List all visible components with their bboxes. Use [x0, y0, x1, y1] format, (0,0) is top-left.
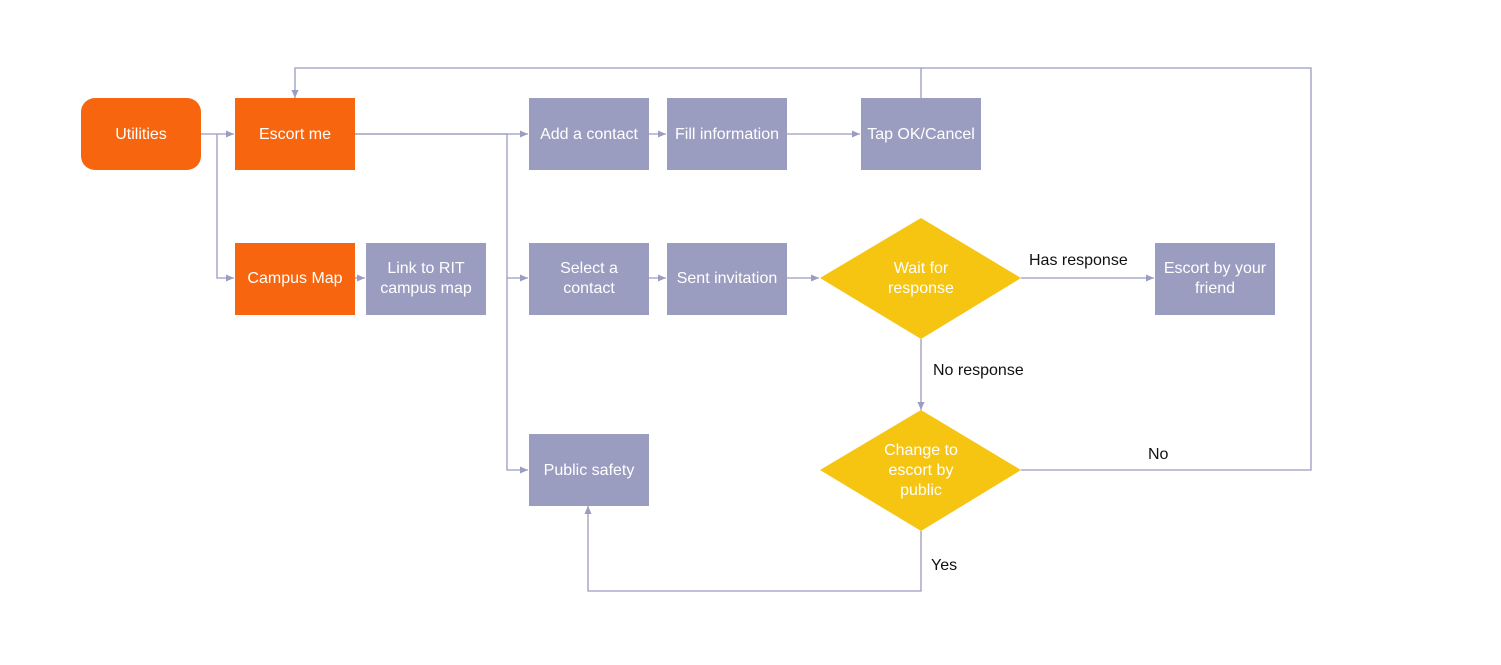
edge-label-no-response: No response — [933, 362, 1024, 379]
connector-utilities-campus-map — [216, 134, 234, 282]
edge-label-no: No — [1148, 446, 1169, 463]
connector-change-yes-public — [584, 506, 922, 592]
node-public-safety-label: Public safety — [544, 462, 635, 479]
node-escort-by-friend-line1: Escort by your — [1164, 260, 1267, 277]
node-fill-information-shape — [667, 98, 787, 170]
node-add-contact-shape — [529, 98, 649, 170]
node-tap-ok-cancel-shape — [861, 98, 981, 170]
node-select-contact-line2: contact — [563, 280, 615, 297]
node-campus-map-shape — [235, 243, 355, 315]
node-campus-map-label: Campus Map — [247, 270, 342, 287]
node-wait-response-line1: Wait for — [894, 260, 949, 277]
node-utilities-shape — [81, 98, 201, 170]
node-change-escort-shape — [820, 410, 1021, 531]
connector-tap-escort-return — [291, 67, 922, 98]
node-change-escort-line3: public — [900, 482, 942, 499]
node-campus-map[interactable]: Campus Map — [235, 243, 355, 315]
node-change-escort-line1: Change to — [884, 442, 958, 459]
edge-label-has-response: Has response — [1029, 252, 1128, 269]
node-sent-invitation-label: Sent invitation — [677, 270, 778, 287]
node-escort-me-shape — [235, 98, 355, 170]
node-wait-response[interactable]: Wait for response — [820, 218, 1021, 339]
node-link-rit-map-shape — [366, 243, 486, 315]
node-link-rit-map[interactable]: Link to RIT campus map — [366, 243, 486, 315]
node-add-contact[interactable]: Add a contact — [529, 98, 649, 170]
node-tap-ok-cancel[interactable]: Tap OK/Cancel — [861, 98, 981, 170]
node-escort-by-friend-line2: friend — [1195, 280, 1235, 297]
node-escort-me-label: Escort me — [259, 126, 331, 143]
node-fill-information-label: Fill information — [675, 126, 779, 143]
node-wait-response-line2: response — [888, 280, 954, 297]
node-escort-by-friend-shape — [1155, 243, 1275, 315]
connector-escort-select-contact — [355, 133, 528, 282]
node-change-escort-line2: escort by — [889, 462, 954, 479]
connector-change-no-return — [921, 67, 1312, 471]
node-select-contact-shape — [529, 243, 649, 315]
node-escort-by-friend[interactable]: Escort by your friend — [1155, 243, 1275, 315]
node-select-contact-line1: Select a — [560, 260, 618, 277]
node-utilities[interactable]: Utilities — [81, 98, 201, 170]
node-sent-invitation[interactable]: Sent invitation — [667, 243, 787, 315]
edge-label-yes: Yes — [931, 557, 957, 574]
node-link-rit-map-line2: campus map — [380, 280, 472, 297]
node-escort-me[interactable]: Escort me — [235, 98, 355, 170]
connectors — [201, 67, 1312, 592]
node-utilities-label: Utilities — [115, 126, 167, 143]
node-tap-ok-cancel-label: Tap OK/Cancel — [867, 126, 975, 143]
node-public-safety[interactable]: Public safety — [529, 434, 649, 506]
node-change-escort[interactable]: Change to escort by public — [820, 410, 1021, 531]
node-link-rit-map-line1: Link to RIT — [387, 260, 465, 277]
node-sent-invitation-shape — [667, 243, 787, 315]
node-wait-response-shape — [820, 218, 1021, 339]
node-select-contact[interactable]: Select a contact — [529, 243, 649, 315]
node-fill-information[interactable]: Fill information — [667, 98, 787, 170]
connector-escort-public-safety — [506, 278, 528, 474]
node-public-safety-shape — [529, 434, 649, 506]
node-add-contact-label: Add a contact — [540, 126, 638, 143]
